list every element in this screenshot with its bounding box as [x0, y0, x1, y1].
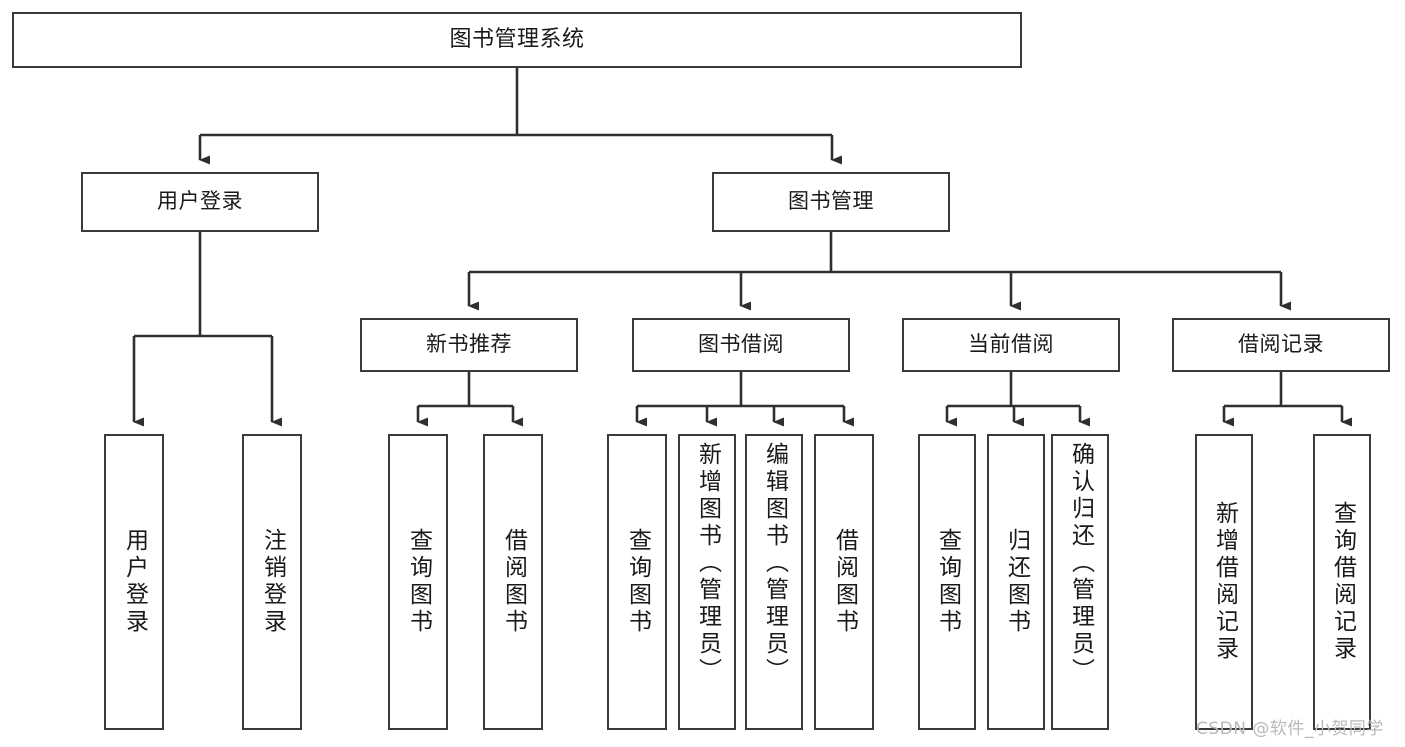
node-leaf-query-record[interactable]: 查询借阅记录 [1313, 434, 1371, 730]
node-new-book-rec-label: 新书推荐 [426, 332, 512, 357]
node-leaf-borrow-book-2[interactable]: 借阅图书 [814, 434, 874, 730]
node-user-login-label: 用户登录 [157, 189, 243, 214]
node-user-login[interactable]: 用户登录 [81, 172, 319, 232]
node-leaf-add-book-label: 新增图书（管理员） [694, 442, 721, 685]
node-leaf-user-logout[interactable]: 注销登录 [242, 434, 302, 730]
node-leaf-query-book-3-label: 查询图书 [934, 528, 961, 636]
node-leaf-return-book[interactable]: 归还图书 [987, 434, 1045, 730]
node-leaf-add-record-label: 新增借阅记录 [1211, 501, 1238, 663]
node-leaf-user-login[interactable]: 用户登录 [104, 434, 164, 730]
node-leaf-confirm-return-label: 确认归还（管理员） [1067, 442, 1094, 685]
node-leaf-user-login-label: 用户登录 [121, 528, 148, 636]
node-leaf-borrow-book-1-label: 借阅图书 [500, 528, 527, 636]
node-leaf-edit-book[interactable]: 编辑图书（管理员） [745, 434, 803, 730]
node-leaf-user-logout-label: 注销登录 [259, 528, 286, 636]
node-leaf-query-record-label: 查询借阅记录 [1329, 501, 1356, 663]
node-leaf-query-book-1[interactable]: 查询图书 [388, 434, 448, 730]
node-borrow-record-label: 借阅记录 [1238, 332, 1324, 357]
node-book-borrow[interactable]: 图书借阅 [632, 318, 850, 372]
node-new-book-rec[interactable]: 新书推荐 [360, 318, 578, 372]
node-leaf-confirm-return[interactable]: 确认归还（管理员） [1051, 434, 1109, 730]
node-leaf-add-record[interactable]: 新增借阅记录 [1195, 434, 1253, 730]
node-leaf-borrow-book-2-label: 借阅图书 [831, 528, 858, 636]
node-leaf-query-book-2[interactable]: 查询图书 [607, 434, 667, 730]
node-root-label: 图书管理系统 [449, 26, 585, 52]
node-current-borrow-label: 当前借阅 [968, 332, 1054, 357]
node-leaf-edit-book-label: 编辑图书（管理员） [761, 442, 788, 685]
node-root[interactable]: 图书管理系统 [12, 12, 1022, 68]
node-book-manage[interactable]: 图书管理 [712, 172, 950, 232]
node-leaf-query-book-3[interactable]: 查询图书 [918, 434, 976, 730]
node-book-manage-label: 图书管理 [788, 189, 874, 214]
node-current-borrow[interactable]: 当前借阅 [902, 318, 1120, 372]
node-leaf-return-book-label: 归还图书 [1003, 528, 1030, 636]
node-borrow-record[interactable]: 借阅记录 [1172, 318, 1390, 372]
node-leaf-borrow-book-1[interactable]: 借阅图书 [483, 434, 543, 730]
node-leaf-query-book-2-label: 查询图书 [624, 528, 651, 636]
node-leaf-add-book[interactable]: 新增图书（管理员） [678, 434, 736, 730]
node-book-borrow-label: 图书借阅 [698, 332, 784, 357]
node-leaf-query-book-1-label: 查询图书 [405, 528, 432, 636]
